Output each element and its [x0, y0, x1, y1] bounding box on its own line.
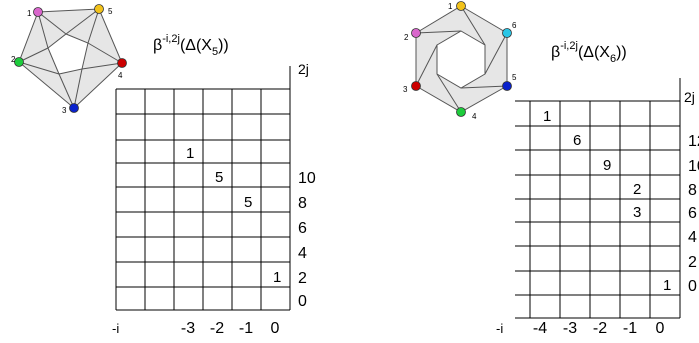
- y-axis-label-right: 2j: [684, 89, 695, 105]
- vertex-label: 4: [472, 112, 477, 121]
- y-tick-label: 0: [298, 293, 307, 310]
- vertex-label: 4: [118, 71, 123, 80]
- x-tick-label: -2: [593, 320, 607, 337]
- y-tick-label: 2: [688, 254, 697, 271]
- betti-title-left: β-i,2j(Δ(X5)): [153, 33, 229, 58]
- betti-number: 1: [543, 108, 551, 125]
- y-tick-label: 12: [688, 133, 699, 150]
- vertex-1-dot: [33, 7, 43, 17]
- y-ticks-left: 10 8 6 4 2 0: [298, 170, 316, 310]
- betti-number: 1: [273, 269, 281, 286]
- x-tick-label: 0: [271, 320, 280, 337]
- vertex-label: 1: [448, 2, 453, 11]
- vertex-3-dot: [69, 103, 79, 113]
- betti-number: 9: [603, 157, 611, 174]
- betti-number: 5: [215, 169, 223, 186]
- vertex-label: 2: [404, 33, 409, 42]
- y-tick-label: 4: [298, 245, 307, 262]
- pentagon-edges: [18, 8, 123, 109]
- x-tick-label: -1: [239, 320, 253, 337]
- y-tick-label: 6: [298, 220, 307, 237]
- vertex-2-dot: [14, 57, 24, 67]
- y-tick-label: 10: [298, 170, 316, 187]
- x-ticks-left: -3 -2 -1 0: [181, 320, 280, 337]
- vertex-4-dot: [117, 58, 127, 68]
- y-ticks-right: 12 10 8 6 4 2 0: [688, 133, 699, 295]
- x-tick-label: -2: [210, 320, 224, 337]
- vertex-3-dot: [411, 81, 421, 91]
- betti-number: 5: [244, 194, 252, 211]
- vertex-4-dot: [456, 107, 466, 117]
- vertex-label: 6: [512, 21, 517, 30]
- hexagon-complex: 1 6 2 5 3 4: [403, 1, 517, 121]
- pentagon-inner-hole: [47, 33, 89, 75]
- vertex-label: 2: [11, 55, 16, 64]
- y-tick-label: 2: [298, 270, 307, 287]
- x-tick-label: -3: [563, 320, 577, 337]
- x-tick-label: -3: [181, 320, 195, 337]
- y-tick-label: 8: [688, 182, 697, 199]
- y-tick-label: 4: [688, 229, 697, 246]
- vertex-1-dot: [456, 1, 466, 11]
- vertex-label: 5: [512, 73, 517, 82]
- pentagon-complex: 1 5 2 4 3: [11, 4, 127, 115]
- betti-table-right: [515, 78, 681, 319]
- vertex-5-dot: [502, 81, 512, 91]
- betti-table-left: [115, 66, 291, 311]
- betti-number: 1: [663, 277, 671, 294]
- y-tick-label: 0: [688, 278, 697, 295]
- x-ticks-right: -4 -3 -2 -1 0: [533, 320, 665, 337]
- hexagon-edges: [415, 5, 508, 113]
- betti-number: 1: [186, 145, 194, 162]
- x-tick-label: 0: [656, 320, 665, 337]
- betti-title-right: β-i,2j(Δ(X6)): [551, 40, 627, 65]
- betti-number: 6: [573, 132, 581, 149]
- vertex-label: 5: [108, 7, 113, 16]
- y-tick-label: 8: [298, 195, 307, 212]
- y-tick-label: 6: [688, 205, 697, 222]
- vertex-2-dot: [411, 28, 421, 38]
- x-axis-label-left: -i: [112, 321, 119, 336]
- x-tick-label: -4: [533, 320, 547, 337]
- betti-number: 2: [633, 181, 641, 198]
- betti-number: 3: [633, 204, 641, 221]
- x-tick-label: -1: [623, 320, 637, 337]
- vertex-5-dot: [94, 4, 104, 14]
- vertex-label: 3: [62, 106, 67, 115]
- y-tick-label: 10: [688, 158, 699, 175]
- y-axis-label-left: 2j: [298, 61, 309, 77]
- vertex-label: 1: [27, 9, 32, 18]
- vertex-label: 3: [403, 85, 408, 94]
- x-axis-label-right: -i: [496, 321, 503, 336]
- vertex-6-dot: [502, 28, 512, 38]
